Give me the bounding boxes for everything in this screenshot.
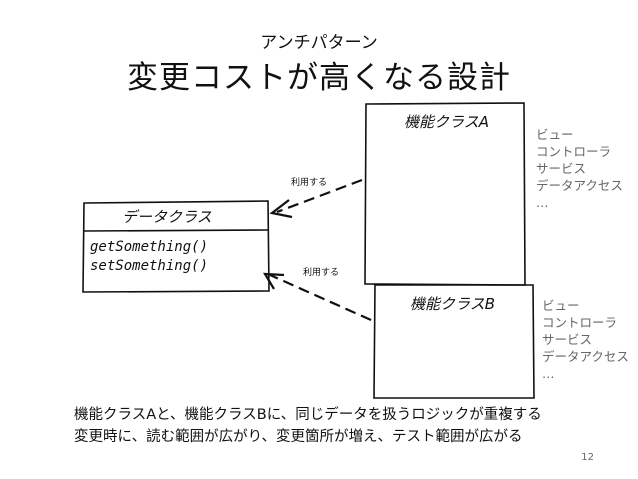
slide-title: 変更コストが高くなる設計	[127, 60, 511, 96]
footer-line-1: 機能クラスAと、機能クラスBに、同じデータを扱うロジックが重複する	[74, 407, 542, 423]
note-item: サービス	[542, 332, 593, 347]
slide-subtitle: アンチパターン	[260, 33, 378, 53]
arrow-class-b-to-data-class	[262, 272, 372, 322]
arrow-class-a-to-data-class	[269, 178, 363, 219]
note-item: データアクセス	[536, 178, 623, 193]
method-set: setSomething()	[90, 258, 209, 274]
class-b-title: 機能クラスB	[410, 295, 495, 313]
note-item: データアクセス	[542, 349, 629, 364]
usage-label-a: 利用する	[291, 178, 328, 188]
note-item: ビュー	[536, 127, 574, 142]
note-item: コントローラ	[542, 315, 618, 330]
class-a-notes: ビュー コントローラ サービス データアクセス …	[536, 126, 623, 211]
data-class-box	[82, 200, 270, 293]
footer-text: 機能クラスAと、機能クラスBに、同じデータを扱うロジックが重複する 変更時に、読…	[74, 404, 542, 448]
note-item: …	[542, 366, 555, 381]
method-get: getSomething()	[90, 239, 209, 255]
class-a-title: 機能クラスA	[404, 113, 489, 131]
note-item: …	[536, 195, 549, 210]
page-number: 12	[581, 452, 594, 463]
data-class-methods: getSomething() setSomething()	[90, 238, 208, 276]
class-b-notes: ビュー コントローラ サービス データアクセス …	[542, 297, 629, 382]
note-item: サービス	[536, 161, 587, 176]
class-b-box	[373, 284, 535, 399]
usage-label-b: 利用する	[303, 268, 340, 278]
data-class-title: データクラス	[122, 208, 212, 226]
footer-line-2: 変更時に、読む範囲が広がり、変更箇所が増え、テスト範囲が広がる	[74, 429, 523, 445]
note-item: コントローラ	[536, 144, 612, 159]
note-item: ビュー	[542, 298, 580, 313]
